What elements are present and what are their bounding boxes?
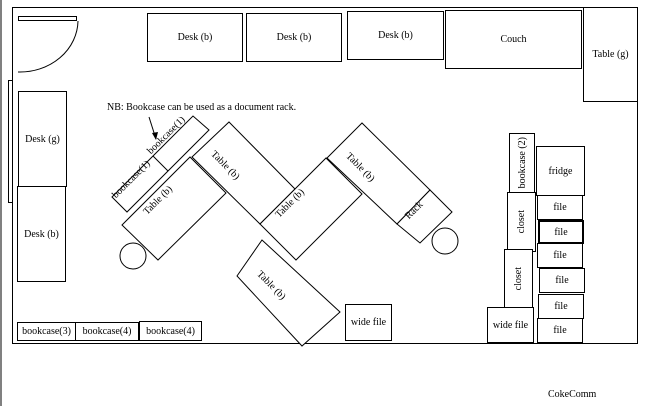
file-6[interactable]: file <box>537 318 583 343</box>
table-mid-shape[interactable] <box>259 157 363 261</box>
desk-top-3[interactable]: Desk (b) <box>347 11 444 60</box>
bookcase-2-label: bookcase (2) <box>516 137 528 189</box>
rack-shape[interactable] <box>396 189 453 244</box>
fridge[interactable]: fridge <box>536 146 585 196</box>
closet-2-label: closet <box>513 266 524 291</box>
wide-file-center[interactable]: wide file <box>345 304 392 341</box>
file-1[interactable]: file <box>537 195 583 220</box>
desk-top-2[interactable]: Desk (b) <box>246 13 342 62</box>
bookcase-3[interactable]: bookcase(3) <box>17 322 76 341</box>
file-3[interactable]: file <box>537 243 583 268</box>
file-4[interactable]: file <box>539 268 585 293</box>
credit-text: CokeComm <box>548 389 597 400</box>
desk-top-2-label: Desk (b) <box>276 32 312 43</box>
bookcase-4b[interactable]: bookcase(4) <box>139 321 202 341</box>
desk-left-b-label: Desk (b) <box>24 228 59 240</box>
desk-left-b[interactable]: Desk (b) <box>17 186 66 282</box>
file-4-label: file <box>555 275 569 286</box>
chair-left[interactable] <box>119 242 147 270</box>
desk-top-1-label: Desk (b) <box>177 32 213 43</box>
wide-file-center-label: wide file <box>350 317 387 328</box>
couch-label: Couch <box>500 34 527 45</box>
desk-top-1[interactable]: Desk (b) <box>147 13 243 62</box>
window <box>8 80 13 203</box>
file-2-label: file <box>554 226 568 238</box>
file-2[interactable]: file <box>538 220 584 244</box>
door-swing-arc <box>17 20 79 73</box>
table-g-label: Table (g) <box>592 49 629 60</box>
table-bottom-shape[interactable] <box>236 239 341 347</box>
bookcase-4a-label: bookcase(4) <box>82 326 132 337</box>
desk-g[interactable]: Desk (g) <box>18 91 67 187</box>
wide-file-right[interactable]: wide file <box>487 307 534 343</box>
closet-1[interactable]: closet <box>507 192 536 252</box>
desk-g-label: Desk (g) <box>25 133 60 145</box>
bookcase-3-label: bookcase(3) <box>22 326 71 337</box>
fridge-label: fridge <box>548 165 573 177</box>
file-5[interactable]: file <box>538 294 584 319</box>
bookcase-divider <box>152 155 169 172</box>
closet-2[interactable]: closet <box>504 249 533 308</box>
file-3-label: file <box>553 250 567 261</box>
door-panel <box>18 16 77 21</box>
file-5-label: file <box>554 301 568 312</box>
chair-right[interactable] <box>431 227 459 255</box>
bookcase-4a[interactable]: bookcase(4) <box>75 322 139 341</box>
table-left-shape[interactable] <box>121 156 227 261</box>
desk-top-3-label: Desk (b) <box>378 30 413 41</box>
table-g[interactable]: Table (g) <box>583 7 638 102</box>
file-6-label: file <box>553 325 567 336</box>
couch[interactable]: Couch <box>445 10 582 69</box>
closet-1-label: closet <box>516 210 527 234</box>
file-1-label: file <box>553 202 567 213</box>
note-text: NB: Bookcase can be used as a document r… <box>107 102 297 113</box>
bookcase-4b-label: bookcase(4) <box>146 325 195 337</box>
bookcase-2[interactable]: bookcase (2) <box>509 133 535 193</box>
wide-file-right-label: wide file <box>492 319 529 331</box>
arrow-head-icon <box>152 132 158 140</box>
